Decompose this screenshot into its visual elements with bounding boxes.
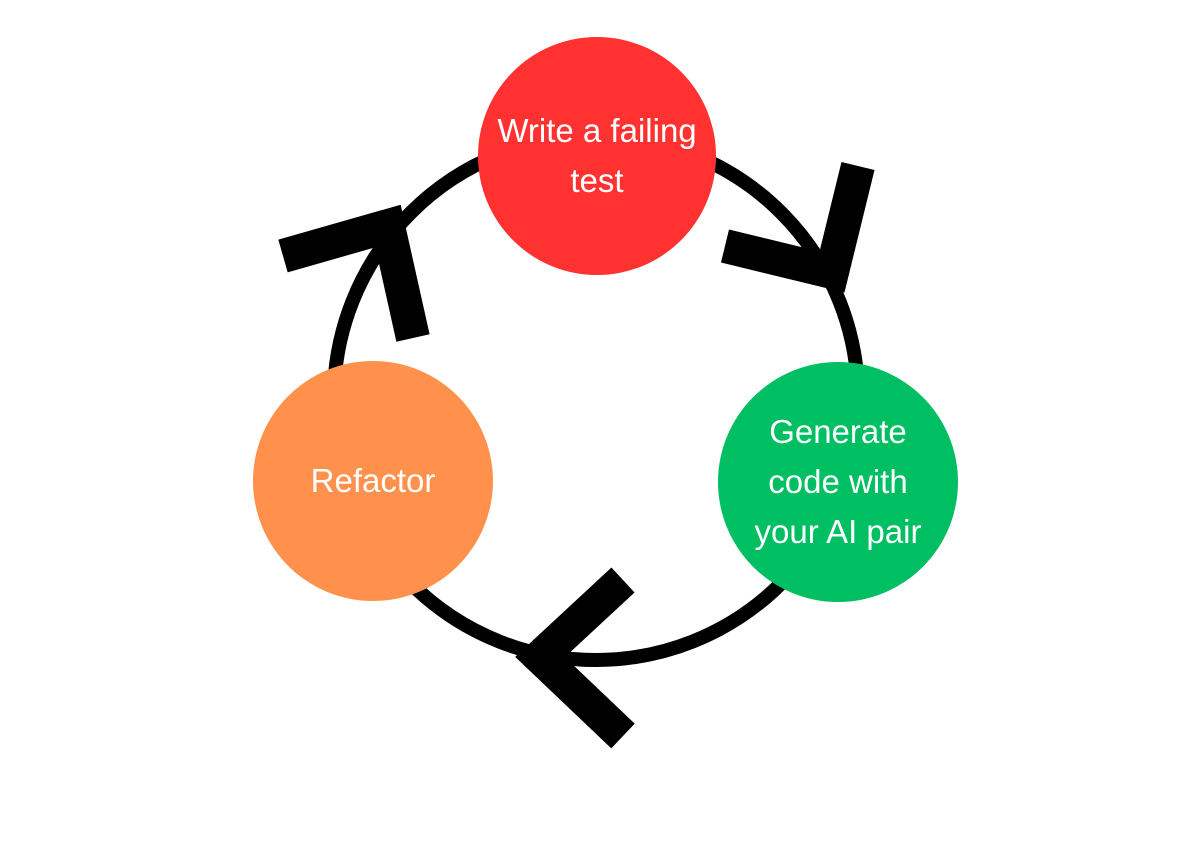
node-refactor-circle <box>253 361 493 601</box>
node-generate-code-circle <box>718 362 958 602</box>
node-write-failing-test-circle <box>478 37 716 275</box>
node-write-failing-test-label: Write a failing test <box>497 112 697 199</box>
node-refactor-label: Refactor <box>310 462 436 499</box>
node-generate-code-label: Generate code with your AI pair <box>754 413 922 550</box>
arrow-refactor-to-write <box>278 204 430 342</box>
arrow-write-to-generate <box>720 161 875 293</box>
arrow-generate-to-refactor <box>515 567 635 749</box>
